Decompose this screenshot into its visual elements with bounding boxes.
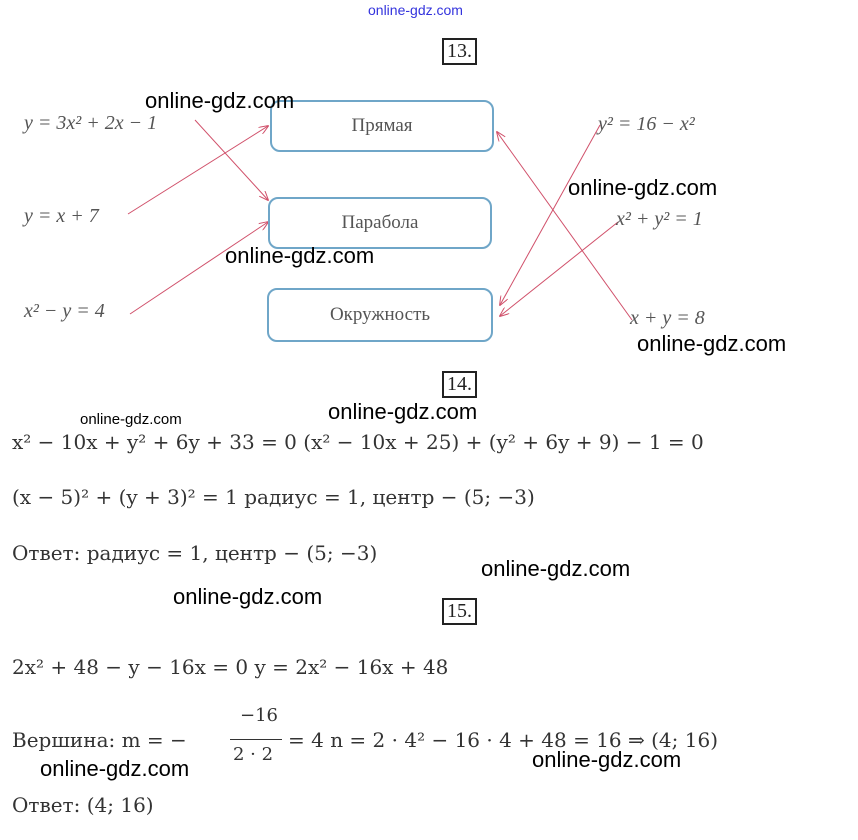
watermark-top: online-gdz.com xyxy=(368,2,463,18)
task-15-number: 15. xyxy=(442,598,477,625)
task-15-vertex-label: Вершина: m = − xyxy=(12,728,187,752)
fraction-denominator: 2 · 2 xyxy=(233,744,274,765)
task-14-line-2: (x − 5)² + (y + 3)² = 1 радиус = 1, цент… xyxy=(12,485,535,509)
matching-arrows xyxy=(127,119,633,321)
box-parabola: Парабола xyxy=(268,197,492,249)
task-15-vertex-rest: = 4 n = 2 · 4² − 16 · 4 + 48 = 16 ⇒ (4; … xyxy=(288,728,718,752)
arrow xyxy=(500,124,601,305)
left-eq-1: y = 3x² + 2x − 1 xyxy=(24,112,158,134)
watermark: online-gdz.com xyxy=(328,399,478,424)
box-circle: Окружность xyxy=(267,288,493,342)
box-line: Прямая xyxy=(270,100,494,152)
task-14-number: 14. xyxy=(442,371,477,398)
right-eq-1: y² = 16 − x² xyxy=(598,113,695,135)
fraction-numerator: −16 xyxy=(240,705,278,726)
arrow xyxy=(127,126,268,215)
watermark: online-gdz.com xyxy=(80,411,182,428)
watermark: online-gdz.com xyxy=(173,584,323,609)
watermark: online-gdz.com xyxy=(532,747,682,772)
right-eq-3: x + y = 8 xyxy=(630,307,705,329)
arrow xyxy=(194,119,268,200)
task-15-line-1: 2x² + 48 − y − 16x = 0 y = 2x² − 16x + 4… xyxy=(12,655,449,679)
watermark: online-gdz.com xyxy=(145,88,295,113)
task-14-answer: Ответ: радиус = 1, центр − (5; −3) xyxy=(12,541,378,565)
watermark: online-gdz.com xyxy=(481,556,631,581)
left-eq-2: y = x + 7 xyxy=(24,205,99,227)
task-14-line-1: x² − 10x + y² + 6y + 33 = 0 (x² − 10x + … xyxy=(12,430,704,454)
arrow xyxy=(497,132,633,321)
right-eq-2: x² + y² = 1 xyxy=(616,208,703,230)
watermark: online-gdz.com xyxy=(637,331,787,356)
arrow xyxy=(500,221,619,316)
task-15-answer: Ответ: (4; 16) xyxy=(12,793,154,817)
fraction-bar xyxy=(230,739,282,740)
watermark: online-gdz.com xyxy=(225,243,375,268)
watermark: online-gdz.com xyxy=(568,175,718,200)
task-13-number: 13. xyxy=(442,38,477,65)
left-eq-3: x² − y = 4 xyxy=(24,300,105,322)
arrow xyxy=(129,222,268,315)
watermark: online-gdz.com xyxy=(40,756,190,781)
